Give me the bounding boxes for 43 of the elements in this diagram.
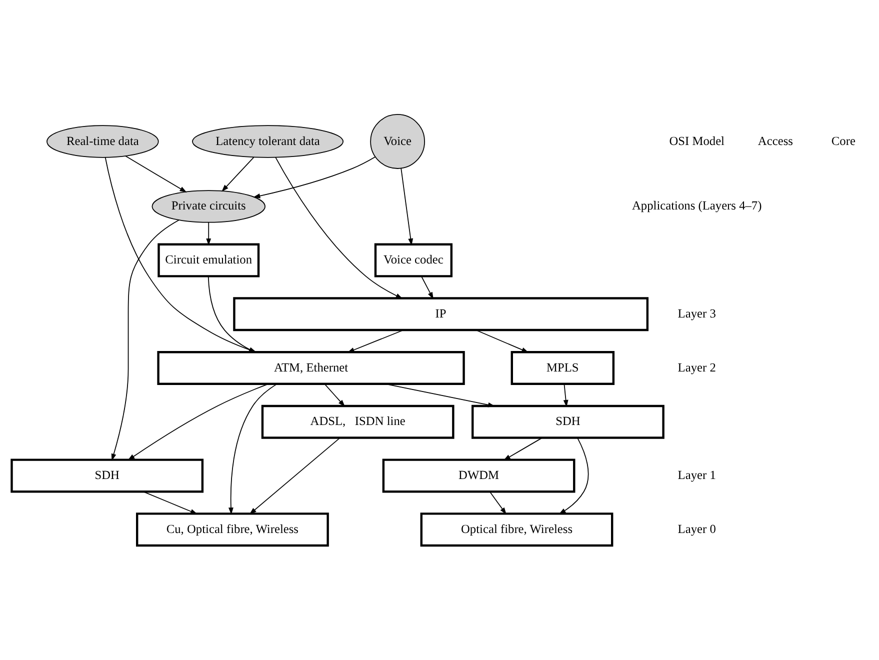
node-box: Cu, Optical fibre, Wireless [136,512,329,547]
label: Layer 0 [678,522,716,536]
arrow [142,491,198,514]
label: OSI Model [669,134,725,148]
node-box: ADSL, ISDN line [261,404,454,439]
arrow [420,276,434,300]
arrow [400,168,414,246]
label: Layer 3 [678,306,716,320]
arrow [128,383,269,460]
arrow [384,384,496,408]
arrow [222,156,254,192]
arrow [249,437,340,514]
node-ellipse: Real-time data [46,125,159,158]
node-ellipse: Latency tolerant data [192,125,344,158]
arrow [206,222,212,246]
arrow [111,220,180,461]
arrow [558,438,589,514]
arrow [476,330,529,353]
node-box: ATM, Ethernet [157,351,465,385]
node-box: MPLS [510,351,615,385]
arrow [563,384,568,408]
node-box: SDH [10,458,204,493]
node-box: Circuit emulation [158,243,260,278]
label: Layer 1 [678,468,716,482]
arrow [125,156,187,193]
node-box: Voice codec [374,243,453,278]
arrow [253,156,376,198]
label: Applications (Layers 4–7) [632,198,762,213]
arrow [275,157,403,299]
node-box: SDH [472,404,664,439]
arrow [489,491,506,515]
node-box: DWDM [382,458,576,493]
arrow [324,384,346,407]
arrow [228,383,278,515]
node-ellipse: Private circuits [152,190,266,223]
label: Layer 2 [678,360,716,374]
label: Core [831,134,856,148]
label: Access [758,134,793,148]
arrow [347,330,404,353]
node-box: Optical fibre, Wireless [420,512,614,547]
arrow [503,437,543,460]
node-box: IP [233,297,649,332]
node-circle: Voice [370,114,426,169]
